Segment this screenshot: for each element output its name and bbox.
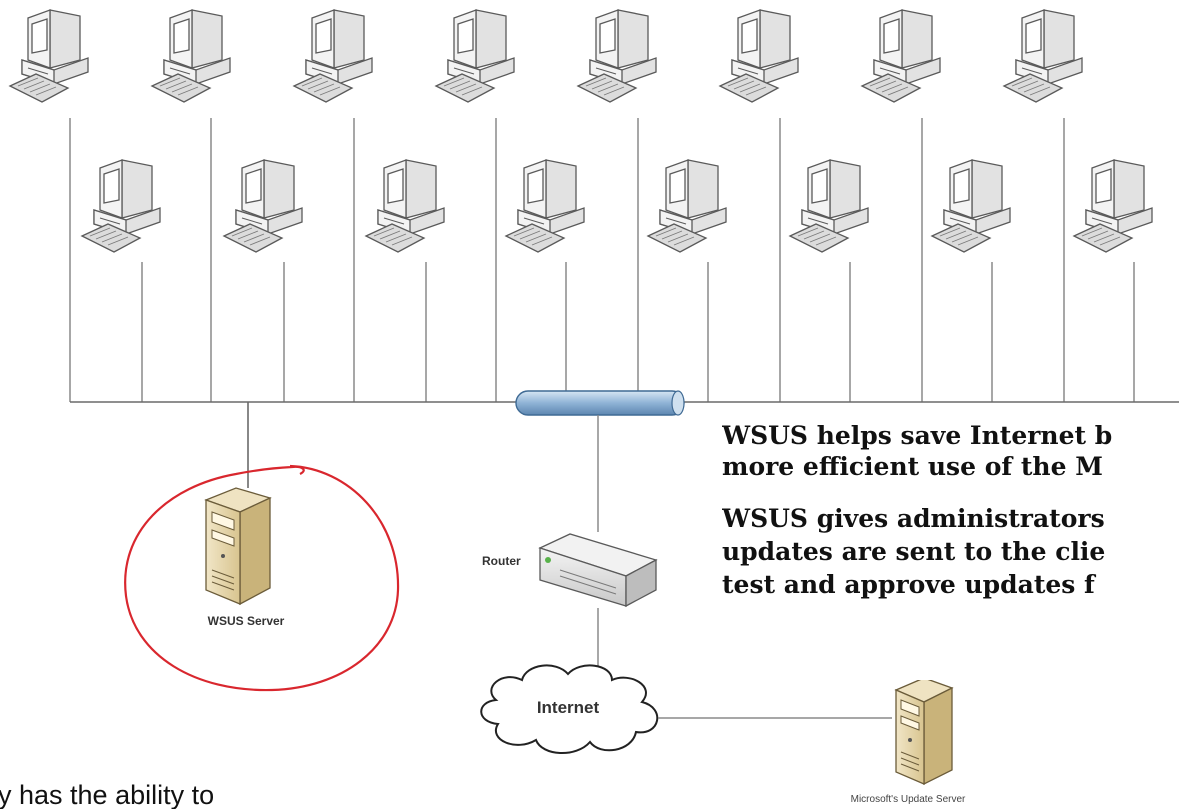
computer-icon bbox=[1003, 9, 1083, 103]
computer-icon bbox=[577, 9, 657, 103]
router-icon bbox=[538, 533, 658, 608]
computer-icon bbox=[365, 159, 445, 253]
computer-icon bbox=[223, 159, 303, 253]
router-label: Router bbox=[482, 554, 521, 568]
internet-cloud-icon bbox=[480, 664, 659, 755]
row2-wires bbox=[141, 262, 1135, 402]
computer-icon bbox=[861, 9, 941, 103]
network-bus-icon bbox=[515, 390, 685, 416]
wsus-server-label: WSUS Server bbox=[208, 614, 285, 628]
ms-update-server-icon bbox=[894, 677, 954, 786]
computer-icon bbox=[1073, 159, 1153, 253]
computer-icon bbox=[293, 9, 373, 103]
computer-icon bbox=[9, 9, 89, 103]
annotation-line-5: test and approve updates f bbox=[722, 570, 1095, 599]
annotation-panel bbox=[716, 416, 1179, 680]
bottom-caption-text: y has the ability to bbox=[0, 780, 215, 809]
computer-icon bbox=[789, 159, 869, 253]
ms-update-server-label: Microsoft's Update Server bbox=[851, 794, 966, 805]
computer-icon bbox=[505, 159, 585, 253]
computer-icon bbox=[435, 9, 515, 103]
computer-icon bbox=[931, 159, 1011, 253]
computer-icon bbox=[81, 159, 161, 253]
highlight-circle bbox=[124, 464, 400, 692]
annotation-line-1: WSUS helps save Internet b bbox=[722, 421, 1113, 450]
row1-computers bbox=[9, 9, 1083, 103]
annotation-line-4: updates are sent to the clie bbox=[722, 537, 1106, 566]
computer-icon bbox=[647, 159, 727, 253]
row1-wires bbox=[69, 118, 1065, 402]
annotation-line-2: more efficient use of the M bbox=[722, 452, 1103, 481]
computer-icon bbox=[151, 9, 231, 103]
computer-icon bbox=[719, 9, 799, 103]
row2-computers bbox=[81, 159, 1153, 253]
annotation-line-3: WSUS gives administrators bbox=[722, 504, 1105, 533]
internet-label: Internet bbox=[537, 698, 600, 717]
wsus-server-icon bbox=[204, 487, 272, 606]
